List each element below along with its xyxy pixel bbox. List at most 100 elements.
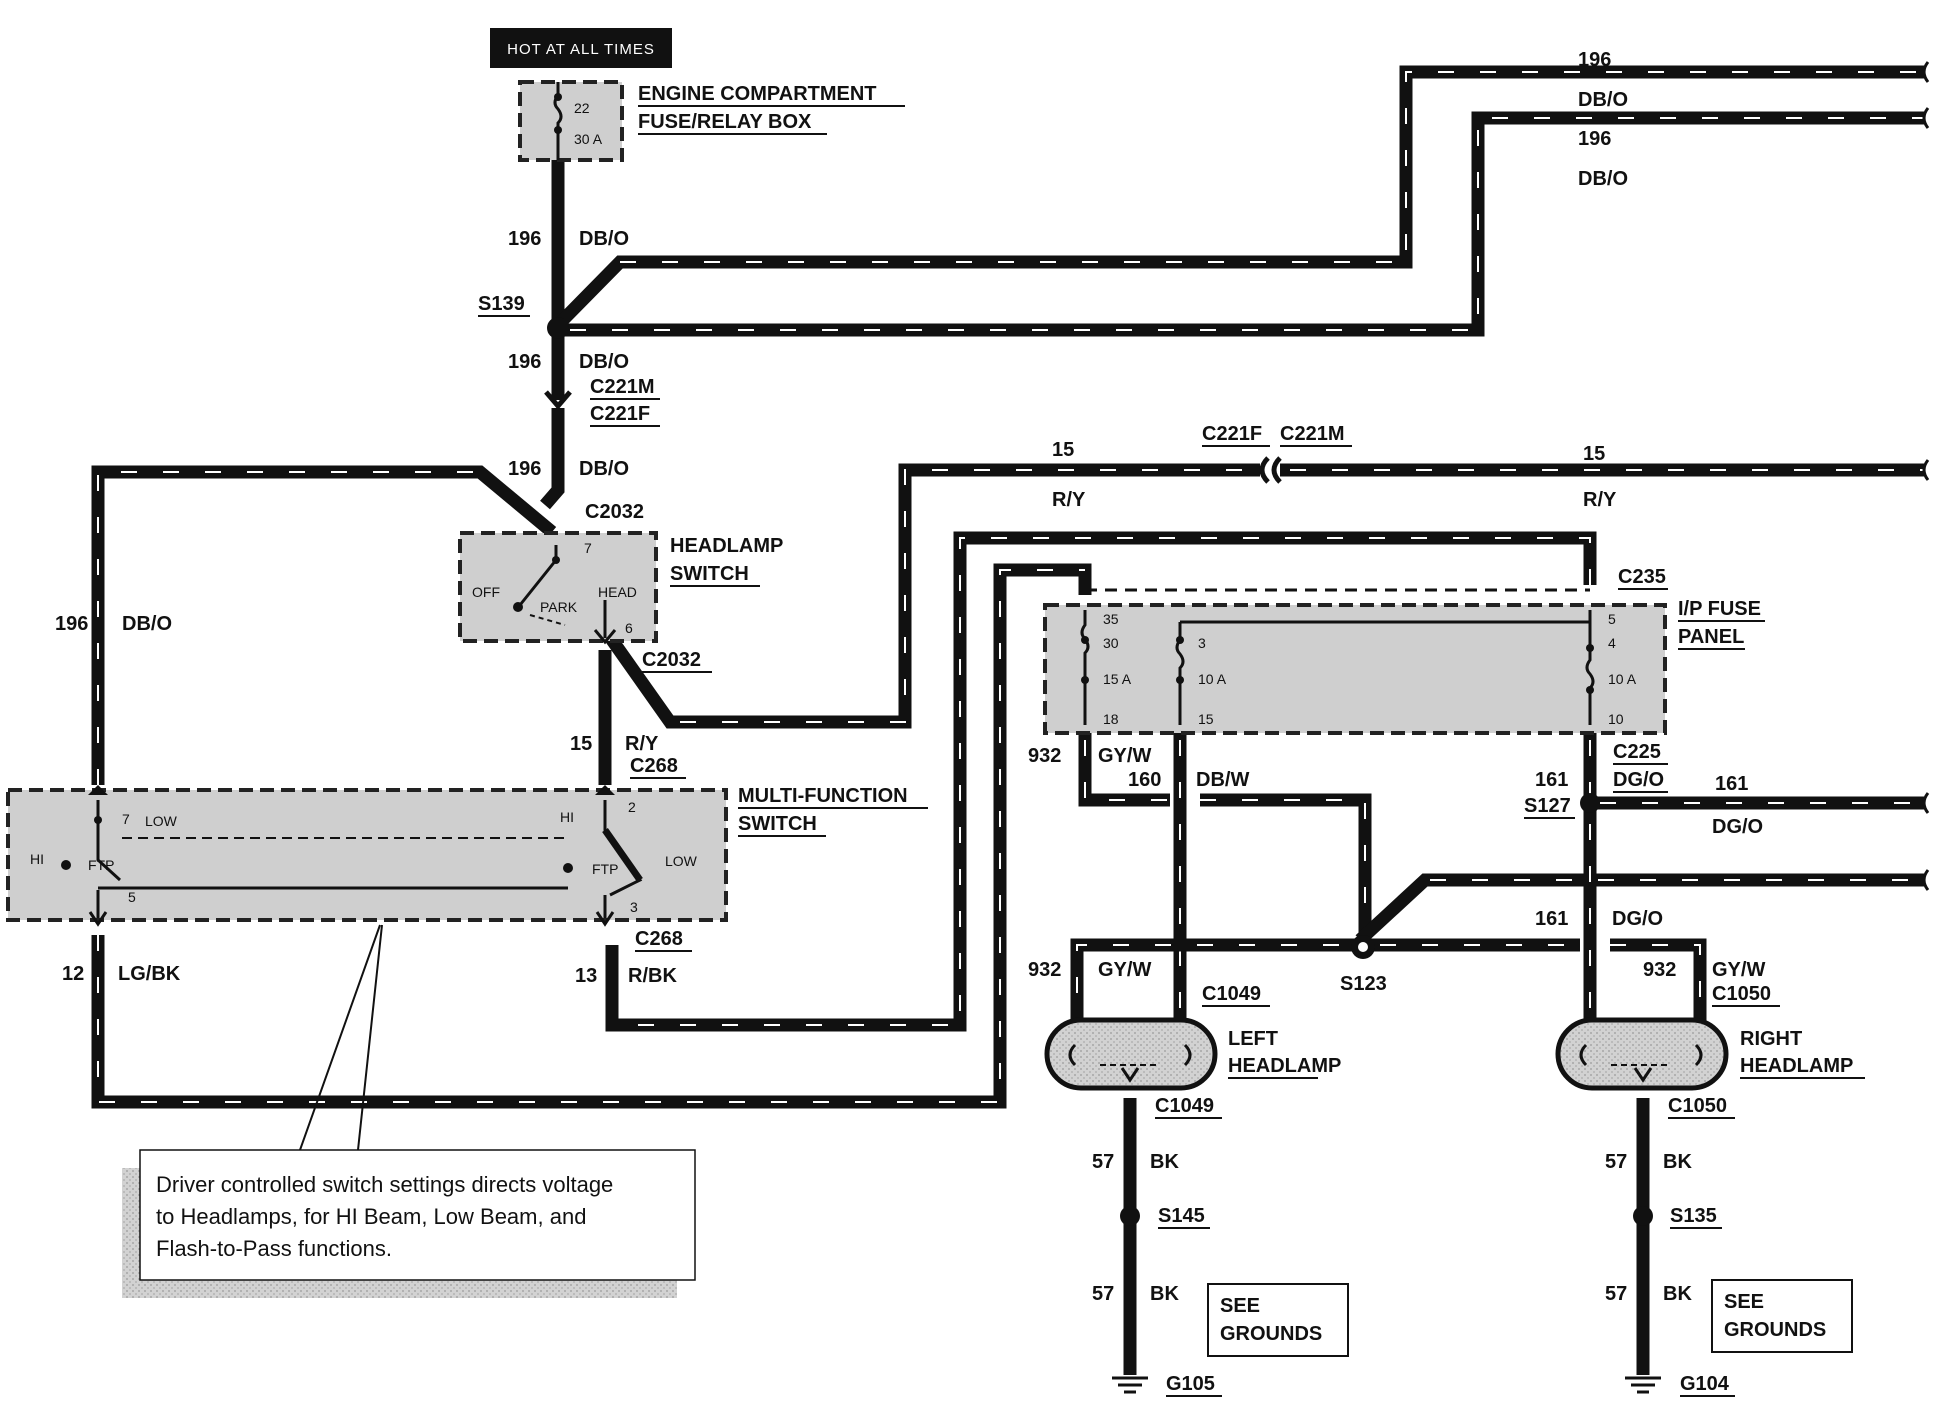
mf-switch-label-line1: MULTI-FUNCTION — [738, 785, 908, 807]
mf-switch-hi-left: HI — [30, 851, 44, 867]
headlamp-switch-head: HEAD — [598, 584, 637, 600]
ip-fuse2-num: 3 — [1198, 635, 1206, 651]
wire-196-left: 196 — [55, 613, 88, 635]
headlamp-switch-park: PARK — [540, 599, 578, 615]
connector-c221f-h-label: C221F — [1202, 423, 1262, 445]
wires — [91, 65, 1925, 1375]
hot-at-all-times-label: HOT AT ALL TIMES — [507, 41, 655, 58]
wire-196-top2: 196 — [1578, 128, 1611, 150]
ip-fuse-panel-box — [1043, 603, 1667, 735]
wire-161-a: 161 — [1535, 769, 1568, 791]
connector-c2032-bottom-label: C2032 — [642, 649, 701, 671]
connector-c221m-label: C221M — [590, 376, 654, 398]
see-grounds-left-line2: GROUNDS — [1220, 1323, 1322, 1345]
ip-fuse3-a: 5 — [1608, 611, 1616, 627]
wire-ry-a: R/Y — [625, 733, 659, 755]
note-box — [139, 1149, 696, 1281]
continuation-marks — [1922, 61, 1930, 891]
engine-fuse-number: 22 — [574, 100, 590, 116]
wire-bk-a: BK — [1150, 1151, 1179, 1173]
right-headlamp-label-line2: HEADLAMP — [1740, 1055, 1853, 1077]
ip-fuse2-bot: 15 — [1198, 711, 1214, 727]
engine-fuse-amp: 30 A — [574, 131, 603, 147]
left-headlamp — [1044, 1017, 1218, 1091]
wire-57-c: 57 — [1605, 1151, 1627, 1173]
wire-bk-b: BK — [1150, 1283, 1179, 1305]
wire-gyw-a: GY/W — [1098, 745, 1151, 767]
wire-15-b: 15 — [1052, 439, 1074, 461]
ip-fuse3-bot: 10 — [1608, 711, 1624, 727]
note-leader-lines — [299, 924, 383, 1151]
wire-57-d: 57 — [1605, 1283, 1627, 1305]
splice-s127-label: S127 — [1524, 795, 1571, 817]
mf-switch-low-left: LOW — [145, 813, 178, 829]
wire-dbo-b: DB/O — [579, 351, 629, 373]
wire-161-c: 161 — [1535, 908, 1568, 930]
wire-160: 160 — [1128, 769, 1161, 791]
wire-196-a: 196 — [508, 228, 541, 250]
wire-12: 12 — [62, 963, 84, 985]
wire-lgbk: LG/BK — [118, 963, 181, 985]
wire-rbk: R/BK — [628, 965, 677, 987]
ip-fuse1-amp: 15 A — [1103, 671, 1132, 687]
see-grounds-right-line2: GROUNDS — [1724, 1319, 1826, 1341]
wire-196-top1: 196 — [1578, 49, 1611, 71]
connector-c235-label: C235 — [1618, 566, 1666, 588]
mf-switch-pin3: 3 — [630, 899, 638, 915]
ground-g105-label: G105 — [1166, 1373, 1215, 1395]
headlamp-switch-pin6: 6 — [625, 620, 633, 636]
headlamp-switch-label-line1: HEADLAMP — [670, 535, 783, 557]
mf-switch-ftp-left: FTP — [88, 857, 114, 873]
wire-bk-c: BK — [1663, 1151, 1692, 1173]
wire-15-a: 15 — [570, 733, 592, 755]
ip-fuse1-num: 30 — [1103, 635, 1119, 651]
note-line2: to Headlamps, for HI Beam, Low Beam, and — [156, 1204, 586, 1229]
wire-196-b: 196 — [508, 351, 541, 373]
note-line1: Driver controlled switch settings direct… — [156, 1172, 613, 1197]
connector-c268-bottom-label: C268 — [635, 928, 683, 950]
right-headlamp — [1555, 1017, 1729, 1091]
connector-c268-top-label: C268 — [630, 755, 678, 777]
ground-g104-symbol — [1625, 1376, 1661, 1394]
wire-13: 13 — [575, 965, 597, 987]
splice-s135 — [1633, 1206, 1653, 1226]
wire-ry-b: R/Y — [1052, 489, 1086, 511]
wire-57-b: 57 — [1092, 1283, 1114, 1305]
right-headlamp-label-line1: RIGHT — [1740, 1028, 1802, 1050]
see-grounds-box-right — [1711, 1279, 1853, 1353]
mf-switch-ftp-right: FTP — [592, 861, 618, 877]
wire-932-b: 932 — [1028, 959, 1061, 981]
connector-c2032-top-label: C2032 — [585, 501, 644, 523]
see-grounds-left-line1: SEE — [1220, 1295, 1260, 1317]
splice-s139 — [547, 317, 569, 339]
wire-dbo-top1: DB/O — [1578, 89, 1628, 111]
mf-switch-pin5: 5 — [128, 889, 136, 905]
splice-s145-label: S145 — [1158, 1205, 1205, 1227]
wire-15-c: 15 — [1583, 443, 1605, 465]
connector-c221-vertical — [544, 390, 572, 410]
engine-fuse-box — [518, 80, 624, 162]
splice-s127 — [1580, 793, 1600, 813]
ground-g105-symbol — [1112, 1376, 1148, 1394]
connector-c1049-top-label: C1049 — [1202, 983, 1261, 1005]
mf-switch-pin7: 7 — [122, 811, 130, 827]
ip-fuse3-amp: 10 A — [1608, 671, 1637, 687]
connector-c225-label: C225 — [1613, 741, 1661, 763]
ground-g104-label: G104 — [1680, 1373, 1730, 1395]
see-grounds-right-line1: SEE — [1724, 1291, 1764, 1313]
headlamp-switch-label-line2: SWITCH — [670, 563, 749, 585]
connector-c221f-label: C221F — [590, 403, 650, 425]
note-line3: Flash-to-Pass functions. — [156, 1236, 392, 1261]
ip-fuse3-b: 4 — [1608, 635, 1616, 651]
ip-fuse1-bot: 18 — [1103, 711, 1119, 727]
wire-gyw-c: GY/W — [1712, 959, 1765, 981]
mf-switch-low-right: LOW — [665, 853, 698, 869]
wire-dbo-left: DB/O — [122, 613, 172, 635]
mf-switch-label-line2: SWITCH — [738, 813, 817, 835]
wire-dgo-c: DG/O — [1612, 908, 1663, 930]
mf-switch-hi-right: HI — [560, 809, 574, 825]
ip-fuse2-amp: 10 A — [1198, 671, 1227, 687]
wire-dgo-a: DG/O — [1613, 769, 1664, 791]
engine-box-label-line1: ENGINE COMPARTMENT — [638, 83, 877, 105]
